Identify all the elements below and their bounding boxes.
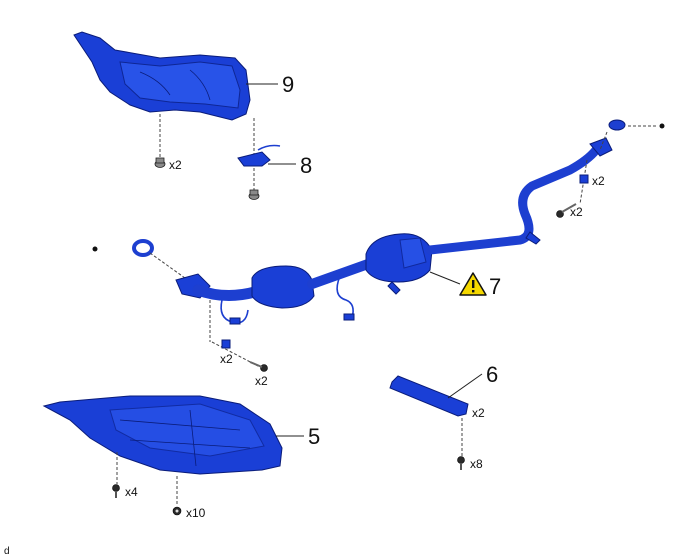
under-cover-bolt	[112, 484, 120, 498]
callout-7: 7	[489, 274, 501, 299]
floor-brace	[389, 375, 469, 417]
rear-pipe-bolt	[556, 203, 577, 218]
engine-under-cover	[42, 395, 283, 475]
qty-pipe-rear-gasket: x2	[592, 174, 605, 188]
qty-brace-bolt: x8	[470, 457, 483, 471]
qty-pipe-front-gasket: x2	[220, 352, 233, 366]
rear-gasket	[608, 119, 626, 131]
qty-cover-bolt: x4	[125, 485, 138, 499]
exhaust-pipe-assembly	[92, 137, 613, 325]
under-cover-clip	[172, 506, 182, 516]
qty-pipe-front-bolt: x2	[255, 374, 268, 388]
figure-id: d	[4, 546, 10, 557]
heat-insulator	[73, 31, 251, 121]
bracket-nut	[248, 189, 260, 200]
qty-pipe-rear-bolt: x2	[570, 205, 583, 219]
front-gasket	[132, 239, 154, 257]
callout-6: 6	[486, 362, 498, 387]
qty-shield-nut: x2	[169, 158, 182, 172]
callout-5: 5	[308, 424, 320, 449]
heat-insulator-bracket	[237, 144, 281, 167]
front-pipe-bolt	[249, 361, 268, 372]
callout-8: 8	[300, 153, 312, 178]
shield-nut	[154, 157, 166, 168]
callout-9: 9	[282, 72, 294, 97]
qty-cover-clip: x10	[186, 506, 206, 520]
front-pipe-gasket	[221, 339, 231, 349]
brace-bolt	[457, 456, 465, 470]
rear-pipe-gasket	[579, 174, 589, 184]
qty-brace: x2	[472, 406, 485, 420]
caution-triangle-icon	[459, 272, 487, 296]
